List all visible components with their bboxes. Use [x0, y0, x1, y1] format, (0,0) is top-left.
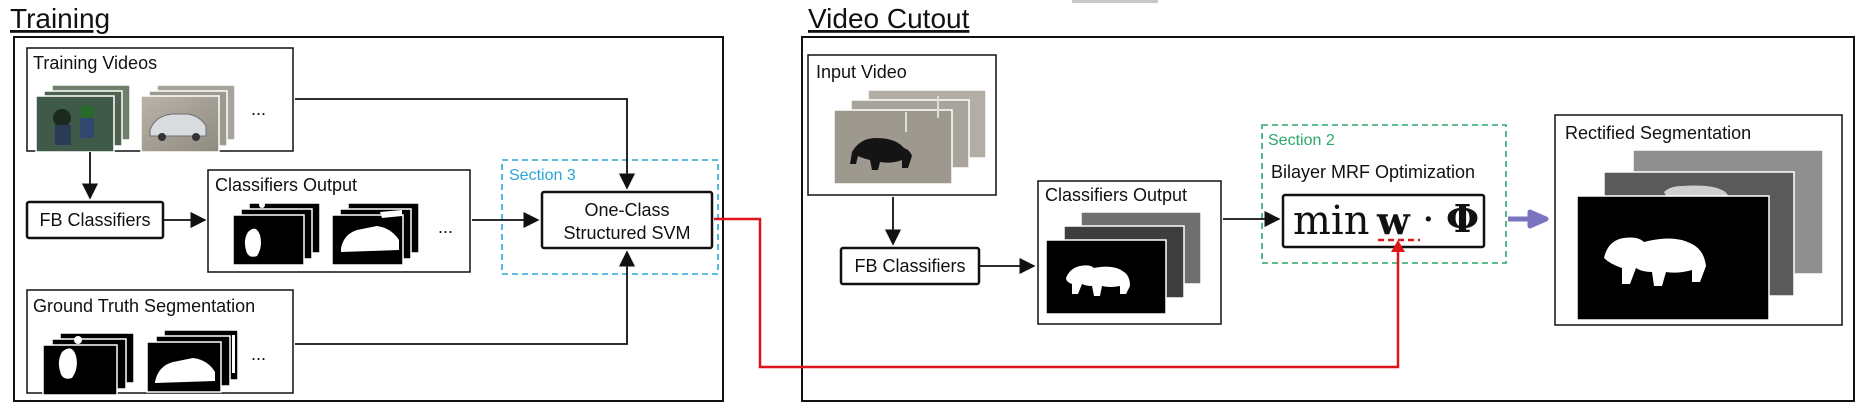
learned-weights-link	[714, 217, 1400, 369]
ground-truth-label: Ground Truth Segmentation	[33, 296, 255, 316]
input-video-label: Input Video	[816, 62, 907, 82]
learned-weights-arrowhead	[1391, 240, 1405, 252]
video-cutout-panel	[801, 36, 1855, 402]
cutout-classifiers-output-box: Classifiers Output	[1037, 180, 1222, 325]
arrow-groundtruth-to-svm	[295, 250, 636, 345]
segmentation-bear-mask	[1604, 237, 1706, 286]
car-video-thumbnails	[140, 84, 236, 153]
ground-truth-masks-2	[146, 329, 239, 393]
training-fb-classifiers-node: FB Classifiers	[25, 200, 165, 240]
arrow-videos-to-svm	[295, 98, 636, 190]
svm-label-line2: Structured SVM	[563, 223, 690, 243]
section-2-region: Section 2 Bilayer MRF Optimization	[1261, 124, 1507, 264]
training-classifiers-output-box: Classifiers Output ...	[207, 169, 471, 273]
training-arrows	[81, 98, 636, 345]
ground-truth-box: Ground Truth Segmentation ...	[26, 289, 294, 396]
formula-phi: Φ	[1446, 196, 1479, 241]
section-2-label: Section 2	[1268, 132, 1335, 149]
training-videos-box: Training Videos ...	[26, 47, 294, 153]
one-class-svm-node: One-Class Structured SVM	[540, 190, 714, 250]
training-output-ellipsis: ...	[438, 217, 453, 237]
training-fb-classifiers-label: FB Classifiers	[39, 210, 150, 230]
cutout-classifiers-output-label: Classifiers Output	[1045, 185, 1187, 205]
cutout-fb-classifiers-label: FB Classifiers	[854, 256, 965, 276]
soccer-video-thumbnails	[35, 84, 131, 153]
training-classifier-maps-1	[232, 202, 321, 266]
top-divider-mark	[1072, 0, 1158, 3]
input-video-box: Input Video	[807, 54, 997, 196]
training-videos-label: Training Videos	[33, 53, 157, 73]
section-3-region: Section 3	[501, 159, 719, 275]
rectified-segmentation-label: Rectified Segmentation	[1565, 123, 1751, 143]
cutout-fb-classifiers-node: FB Classifiers	[839, 246, 981, 286]
training-videos-ellipsis: ...	[251, 99, 266, 119]
svm-label-line1: One-Class	[584, 200, 669, 220]
bear-video-frames	[833, 89, 987, 185]
formula-w: w	[1376, 198, 1411, 243]
ground-truth-ellipsis: ...	[251, 344, 266, 364]
training-title: Training	[10, 3, 110, 34]
mrf-to-segmentation-arrow	[1508, 209, 1549, 229]
ground-truth-masks-1	[42, 332, 135, 396]
mrf-formula-node: min w · Φ	[1281, 193, 1486, 249]
mrf-title: Bilayer MRF Optimization	[1271, 162, 1475, 182]
bear-mask-shape	[1066, 265, 1130, 296]
formula-min: min	[1293, 198, 1369, 244]
training-classifiers-output-label: Classifiers Output	[215, 175, 357, 195]
video-cutout-title: Video Cutout	[808, 3, 970, 34]
formula-dot: ·	[1422, 197, 1435, 243]
section-3-label: Section 3	[509, 167, 576, 184]
rectified-segmentation-box: Rectified Segmentation	[1554, 114, 1843, 326]
training-classifier-maps-2	[331, 202, 420, 266]
cutout-arrows	[884, 197, 1281, 275]
